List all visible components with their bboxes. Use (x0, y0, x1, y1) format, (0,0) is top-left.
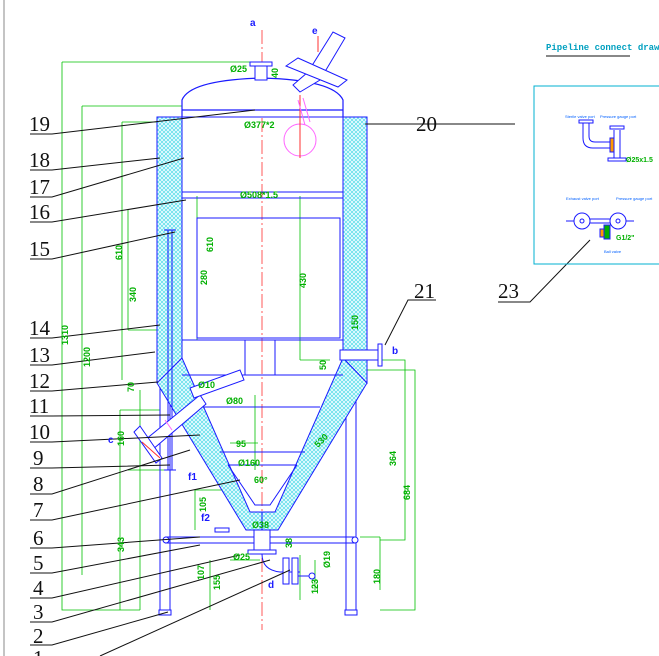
nozzle-c (133, 369, 245, 464)
callout-23: 23 (498, 279, 519, 303)
port-d: d (268, 580, 274, 591)
dimension-frames (61, 61, 416, 611)
port-e: e (312, 26, 318, 37)
dim-h107: 107 (196, 565, 206, 580)
port-c: c (108, 435, 114, 446)
callout-3: 3 (33, 600, 44, 624)
callout-20: 20 (416, 112, 437, 136)
inner-tank (182, 116, 343, 506)
nozzle-f2 (214, 527, 230, 533)
port-f1: f1 (188, 472, 197, 483)
dim-h123: 123 (310, 579, 320, 594)
outlet-d (247, 529, 316, 585)
port-b: b (392, 346, 398, 357)
dim-h160: 160 (116, 431, 126, 446)
dim-h38: 38 (284, 538, 294, 548)
top-head (181, 77, 344, 117)
dim-h610b: 610 (205, 237, 215, 252)
callout-14: 14 (29, 316, 51, 340)
callout-17: 17 (29, 175, 50, 199)
dimension-texts: Ø25 40 Ø377*2 Ø508*1.5 610 610 280 430 3… (60, 64, 412, 594)
dim-d508: Ø508*1.5 (240, 190, 278, 200)
dim-h684: 684 (402, 485, 412, 500)
dim-h70: 70 (126, 382, 136, 392)
nozzle-b (339, 343, 383, 367)
dim-d38: Ø38 (252, 520, 269, 530)
dim-d80: Ø80 (226, 396, 243, 406)
callout-12: 12 (29, 369, 50, 393)
dim-h105: 105 (198, 497, 208, 512)
dim-h343: 343 (116, 537, 126, 552)
dim-d160: Ø160 (238, 458, 260, 468)
callout-18: 18 (29, 148, 50, 172)
inset-g12-label: G1/2" (616, 235, 635, 242)
inset-pressure-gauge2-label: Pressure gauge port (616, 196, 653, 201)
manway (283, 95, 317, 158)
callout-13: 13 (29, 343, 50, 367)
callout-19: 19 (29, 112, 50, 136)
port-a: a (250, 18, 256, 29)
nozzle-e (284, 31, 348, 93)
dim-h95: 95 (236, 439, 246, 449)
dim-h50: 50 (318, 360, 328, 370)
callout-leaders (30, 109, 591, 656)
callout-9: 9 (33, 446, 44, 470)
callout-10: 10 (29, 420, 50, 444)
inset-ball-valve-label: Ball valve (604, 249, 622, 254)
pipeline-inset: Pipeline connect drawing Sterile valve p… (533, 43, 659, 265)
dim-h610a: 610 (114, 245, 124, 260)
dim-h340: 340 (128, 287, 138, 302)
port-f2: f2 (201, 513, 210, 524)
inset-sterile-valve-label: Sterile valve port (565, 114, 596, 119)
dim-d10: Ø10 (198, 380, 215, 390)
inset-exhaust-valve-label: Exhaust valve port (566, 196, 600, 201)
nozzle-a (249, 61, 273, 81)
dim-h155: 155 (212, 575, 222, 590)
dim-h40: 40 (270, 68, 280, 78)
callout-4: 4 (33, 576, 44, 600)
dim-d25-top: Ø25 (230, 64, 247, 74)
dim-h280: 280 (199, 270, 209, 285)
callout-8: 8 (33, 472, 44, 496)
dim-angle60: 60° (254, 475, 268, 485)
callout-15: 15 (29, 237, 50, 261)
dim-d25-bottom: Ø25 (233, 552, 250, 562)
callout-2: 2 (33, 624, 44, 648)
inset-title: Pipeline connect drawing (546, 43, 659, 53)
dim-h1200: 1200 (82, 347, 92, 367)
inset-lower-fitting (566, 212, 634, 240)
callout-numbers: 19 18 17 16 15 14 13 12 11 10 9 8 7 6 5 … (29, 112, 519, 656)
callout-7: 7 (33, 498, 44, 522)
port-letters: a e b c f1 f2 d (108, 18, 398, 591)
callout-11: 11 (29, 394, 49, 418)
dim-h364: 364 (388, 451, 398, 466)
dim-h1310: 1310 (60, 325, 70, 345)
callout-5: 5 (33, 551, 44, 575)
inset-d25-label: Ø25x1.5 (626, 157, 653, 164)
inset-upper-fitting (578, 119, 627, 162)
insulation-jacket (156, 116, 368, 531)
callout-16: 16 (29, 200, 50, 224)
callout-21: 21 (414, 279, 435, 303)
dim-d377: Ø377*2 (244, 120, 275, 130)
dim-h430: 430 (298, 273, 308, 288)
inset-pressure-gauge-label: Pressure gauge port (600, 114, 637, 119)
dim-d19: Ø19 (322, 551, 332, 568)
dim-h180: 180 (372, 569, 382, 584)
callout-1: 1 (33, 646, 44, 656)
dim-h150: 150 (350, 315, 360, 330)
callout-6: 6 (33, 526, 44, 550)
